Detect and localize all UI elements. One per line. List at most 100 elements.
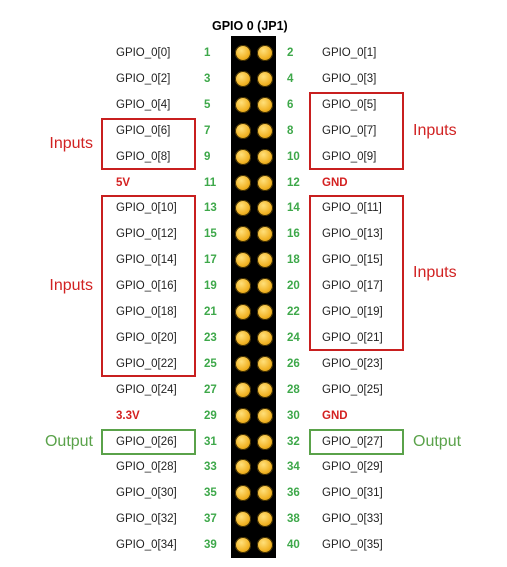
right-signal-label: GPIO_0[35]: [322, 539, 383, 552]
right-pin-number: 26: [287, 357, 300, 370]
right-signal-label: GPIO_0[33]: [322, 513, 383, 526]
gold-pin-icon: [257, 122, 273, 139]
diagram-title: GPIO 0 (JP1): [212, 19, 288, 33]
gold-pin-icon: [257, 70, 273, 87]
gold-pin-icon: [235, 174, 251, 191]
gold-pin-icon: [257, 407, 273, 424]
right-signal-label: GPIO_0[11]: [322, 202, 382, 215]
right-pin-number: 4: [287, 72, 294, 85]
gold-pin-icon: [235, 96, 251, 113]
left-signal-label: GPIO_0[2]: [116, 72, 171, 85]
right-pin-number: 28: [287, 383, 300, 396]
right-signal-label: GPIO_0[27]: [322, 435, 383, 448]
gold-pin-icon: [257, 355, 273, 372]
left-signal-label: GPIO_0[28]: [116, 461, 177, 474]
left-signal-label: GPIO_0[12]: [116, 228, 177, 241]
right-signal-label: GPIO_0[17]: [322, 280, 383, 293]
left-pin-number: 39: [204, 539, 217, 552]
input-group-box: [309, 195, 404, 351]
right-pin-number: 36: [287, 487, 300, 500]
left-signal-label: GPIO_0[18]: [116, 306, 177, 318]
right-pin-number: 6: [287, 98, 294, 111]
right-pin-number: 30: [287, 409, 300, 422]
right-pin-number: 22: [287, 306, 300, 318]
right-pin-number: 34: [287, 461, 300, 474]
left-pin-number: 35: [204, 487, 217, 500]
gold-pin-icon: [235, 329, 251, 346]
gold-pin-icon: [257, 537, 273, 554]
gold-pin-icon: [235, 304, 251, 320]
left-signal-label: GPIO_0[4]: [116, 98, 171, 111]
right-pin-number: 32: [287, 435, 300, 448]
right-pin-number: 40: [287, 539, 300, 552]
right-signal-label: GND: [322, 176, 348, 189]
gold-pin-icon: [257, 45, 273, 61]
left-pin-number: 3: [204, 72, 211, 85]
left-signal-label: GPIO_0[32]: [116, 513, 177, 526]
gold-pin-icon: [235, 511, 251, 528]
left-signal-label: GPIO_0[34]: [116, 539, 177, 552]
gold-pin-icon: [235, 252, 251, 269]
gold-pin-icon: [235, 485, 251, 502]
header-strip: [231, 36, 276, 558]
left-signal-label: GPIO_0[30]: [116, 487, 177, 500]
left-pin-number: 13: [204, 202, 217, 215]
right-pin-number: 16: [287, 228, 300, 241]
right-pin-number: 10: [287, 150, 300, 163]
gold-pin-icon: [257, 329, 273, 346]
right-pin-number: 20: [287, 280, 300, 293]
left-pin-number: 19: [204, 280, 217, 293]
gold-pin-icon: [235, 407, 251, 424]
right-signal-label: GPIO_0[13]: [322, 228, 383, 241]
left-signal-label: 3.3V: [116, 409, 140, 422]
output-group-box: [309, 428, 404, 455]
gold-pin-icon: [257, 226, 273, 243]
gold-pin-icon: [257, 381, 273, 398]
left-signal-label: GPIO_0[8]: [116, 150, 171, 163]
right-pin-number: 2: [287, 47, 294, 59]
right-pin-number: 14: [287, 202, 300, 215]
right-pin-number: 18: [287, 254, 300, 267]
right-signal-label: GPIO_0[9]: [322, 150, 377, 163]
left-pin-number: 31: [204, 435, 217, 448]
gold-pin-icon: [235, 537, 251, 554]
left-pin-number: 9: [204, 150, 211, 163]
gold-pin-icon: [235, 278, 251, 295]
right-signal-label: GPIO_0[15]: [322, 254, 383, 267]
gold-pin-icon: [257, 304, 273, 320]
right-signal-label: GPIO_0[31]: [322, 487, 383, 500]
right-signal-label: GND: [322, 409, 348, 422]
gold-pin-icon: [257, 433, 273, 450]
left-signal-label: GPIO_0[6]: [116, 124, 171, 137]
left-signal-label: GPIO_0[16]: [116, 280, 177, 293]
right-signal-label: GPIO_0[1]: [322, 47, 377, 59]
left-pin-number: 1: [204, 47, 211, 59]
inputs-tag: Inputs: [49, 277, 93, 295]
right-signal-label: GPIO_0[25]: [322, 383, 383, 396]
input-group-box: [101, 117, 196, 170]
gold-pin-icon: [257, 174, 273, 191]
output-tag: Output: [413, 432, 462, 450]
left-signal-label: GPIO_0[14]: [116, 254, 177, 267]
gold-pin-icon: [235, 226, 251, 243]
right-signal-label: GPIO_0[5]: [322, 98, 377, 111]
gold-pin-icon: [257, 96, 273, 113]
right-pin-number: 24: [287, 331, 300, 344]
gold-pin-icon: [257, 252, 273, 269]
left-pin-number: 15: [204, 228, 217, 241]
right-pin-number: 38: [287, 513, 300, 526]
left-pin-number: 11: [204, 176, 217, 189]
gold-pin-icon: [235, 70, 251, 87]
gold-pin-icon: [235, 381, 251, 398]
gold-pin-icon: [257, 148, 273, 165]
left-signal-label: GPIO_0[10]: [116, 202, 177, 215]
gold-pin-icon: [235, 355, 251, 372]
right-signal-label: GPIO_0[3]: [322, 72, 377, 85]
output-group-box: [101, 428, 196, 455]
inputs-tag: Inputs: [49, 134, 93, 152]
left-signal-label: GPIO_0[24]: [116, 383, 177, 396]
left-pin-number: 29: [204, 409, 217, 422]
left-pin-number: 23: [204, 331, 217, 344]
inputs-tag: Inputs: [413, 121, 457, 139]
